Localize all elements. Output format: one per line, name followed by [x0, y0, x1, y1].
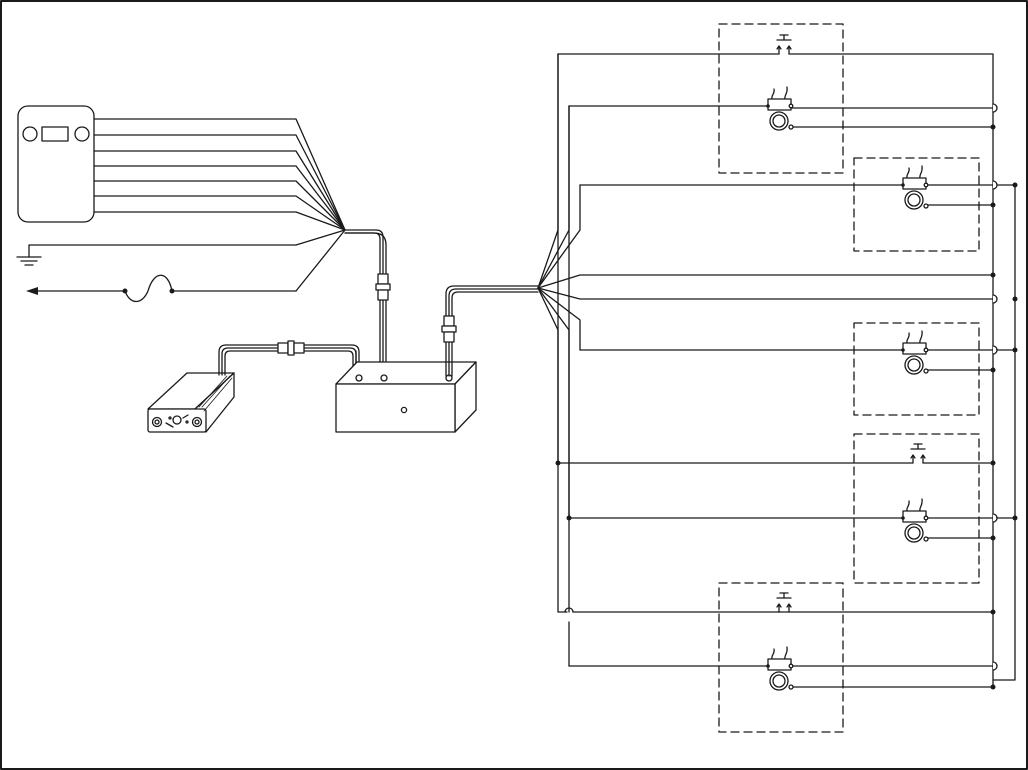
- junction-dots: [556, 125, 1018, 690]
- panel-knob-right-icon: [75, 127, 89, 141]
- connector-icon: [444, 316, 454, 326]
- cable-supply-to-junction: [219, 341, 359, 377]
- arrow-head-icon: [26, 287, 38, 295]
- zone-4: [854, 434, 979, 583]
- ground-symbol-icon: [17, 230, 345, 265]
- push-switch-icon: [777, 35, 791, 54]
- sensor-icon: [766, 647, 793, 690]
- push-switch-icon: [911, 444, 925, 463]
- power-supply: [148, 373, 234, 432]
- panel-knob-left-icon: [23, 127, 37, 141]
- bus-wires: [558, 54, 1015, 687]
- connector-icon: [278, 343, 288, 353]
- sensor-icon: [766, 87, 793, 130]
- panel-wires: [94, 119, 345, 230]
- junction-box: [336, 362, 476, 432]
- panel-display: [42, 127, 68, 141]
- supply-line: [26, 230, 345, 302]
- zone-5: [719, 583, 843, 732]
- control-panel: [18, 106, 94, 222]
- push-switch-icon: [777, 593, 791, 612]
- connector-icon: [378, 274, 388, 284]
- sensor-icon: [901, 331, 928, 374]
- sensor-icon: [901, 166, 928, 209]
- sensor-icon: [901, 499, 928, 542]
